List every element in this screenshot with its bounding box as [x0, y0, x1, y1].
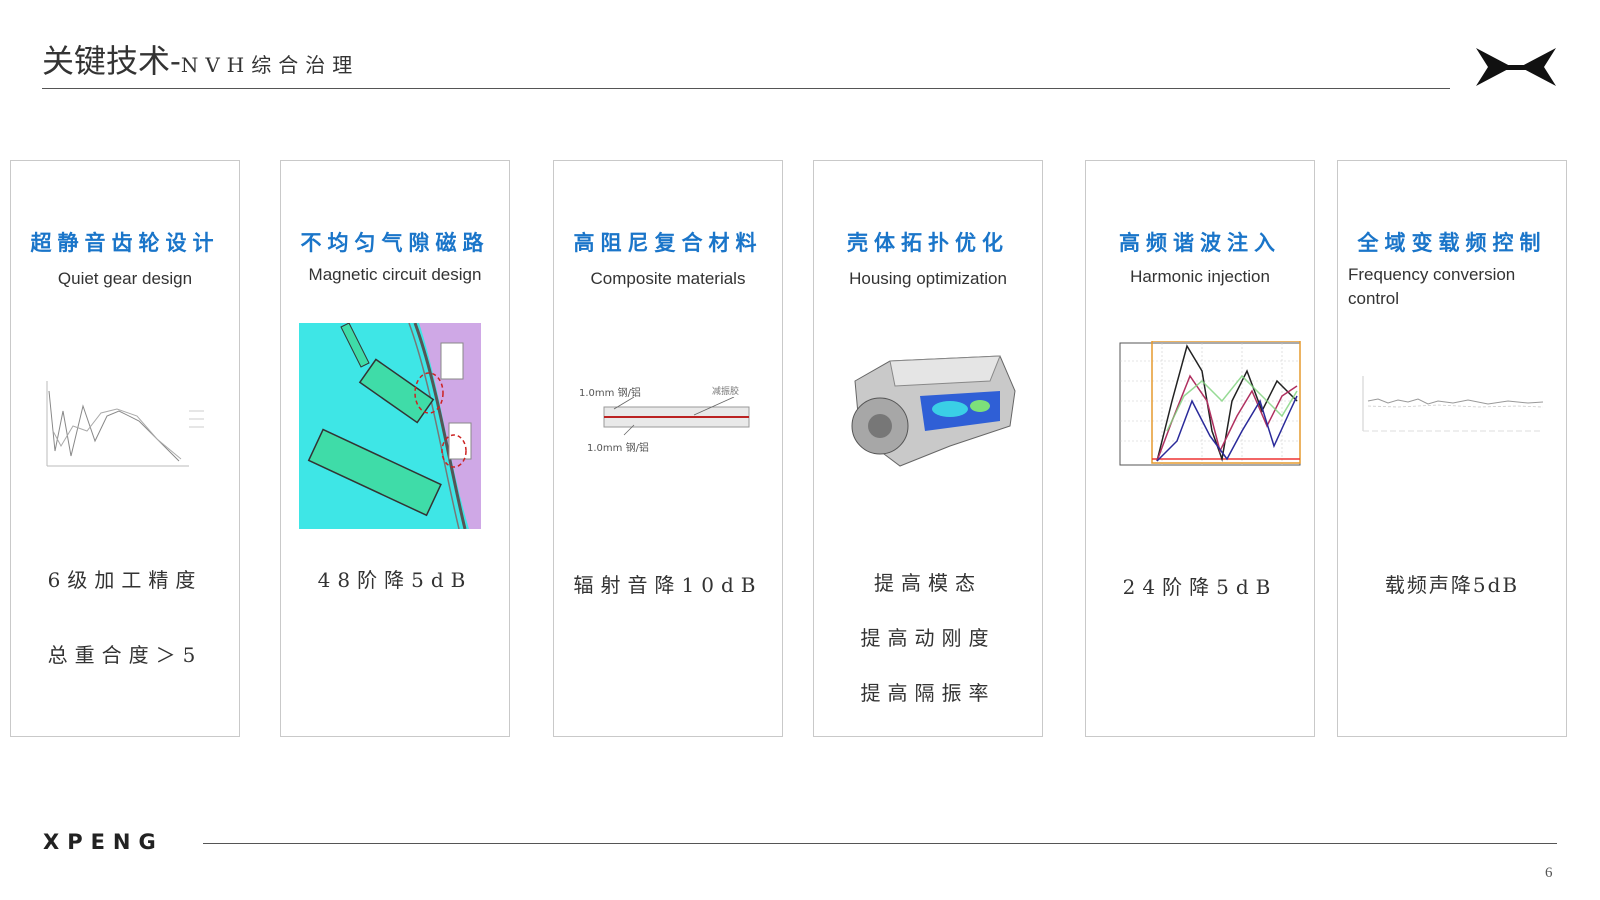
- card-title: 高阻尼复合材料: [573, 230, 763, 255]
- card-stat: 24阶降5dB: [1122, 575, 1278, 599]
- composite-layer-label: 1.0mm 钢/铝: [579, 388, 641, 399]
- card-harmonic-injection: 高频谐波注入 Harmonic injection 24阶降5dB: [1085, 160, 1315, 737]
- card-stat: 提高动刚度: [860, 626, 996, 650]
- motor-airgap-figure: [299, 323, 481, 529]
- composite-layer-label: 减振胶: [712, 387, 740, 397]
- card-stat: 提高隔振率: [860, 681, 996, 705]
- card-frequency-control: 全域变载频控制 Frequency conversion control 载频声…: [1337, 160, 1567, 737]
- card-subtitle: Magnetic circuit design: [308, 265, 482, 284]
- harmonic-spectrum-plot-figure: [1119, 341, 1301, 466]
- card-title: 高频谐波注入: [1119, 230, 1281, 255]
- card-magnetic-circuit: 不均匀气隙磁路 Magnetic circuit design 48阶降5dB: [280, 160, 510, 737]
- card-title: 超静音齿轮设计: [30, 230, 220, 255]
- housing-fea-figure: [851, 355, 1016, 467]
- card-title: 不均匀气隙磁路: [300, 230, 490, 255]
- page-title: 关键技术-NVH综合治理: [42, 36, 359, 82]
- carrier-frequency-plot-figure: [1362, 376, 1544, 432]
- card-stat: 提高模态: [874, 571, 982, 595]
- page-number: 6: [1545, 865, 1553, 881]
- card-title: 全域变载频控制: [1357, 230, 1547, 255]
- card-subtitle: Quiet gear design: [57, 269, 193, 288]
- card-quiet-gear: 超静音齿轮设计 Quiet gear design 6级加工精度 总重合度＞5: [10, 160, 240, 737]
- card-subtitle: Frequency conversion control: [1348, 265, 1516, 308]
- card-subtitle: Composite materials: [590, 269, 746, 288]
- composite-sandwich-figure: [603, 397, 750, 436]
- card-stat: 辐射音降10dB: [573, 573, 763, 597]
- footer-brand-logo: XPENG: [43, 830, 164, 854]
- card-stat: 载频声降5dB: [1384, 573, 1520, 597]
- card-subtitle: Housing optimization: [849, 269, 1007, 288]
- card-housing-optimization: 壳体拓扑优化 Housing optimization 提高模态 提高动刚度 提…: [813, 160, 1043, 737]
- footer-divider: [203, 843, 1557, 844]
- gear-noise-plot-figure: [46, 381, 204, 467]
- card-title: 壳体拓扑优化: [847, 230, 1009, 255]
- xpeng-logo-icon: [1476, 48, 1556, 86]
- card-composite-materials: 高阻尼复合材料 Composite materials 1.0mm 钢/铝 减振…: [553, 160, 783, 737]
- card-subtitle: Harmonic injection: [1130, 267, 1270, 286]
- composite-layer-label: 1.0mm 钢/铝: [587, 443, 649, 454]
- card-stat: 总重合度＞5: [47, 643, 203, 667]
- card-stat: 48阶降5dB: [317, 568, 473, 592]
- card-stat: 6级加工精度: [47, 568, 203, 592]
- page-title-sub: NVH综合治理: [180, 53, 360, 77]
- title-divider: [42, 88, 1450, 89]
- page-title-main: 关键技术-: [42, 42, 181, 80]
